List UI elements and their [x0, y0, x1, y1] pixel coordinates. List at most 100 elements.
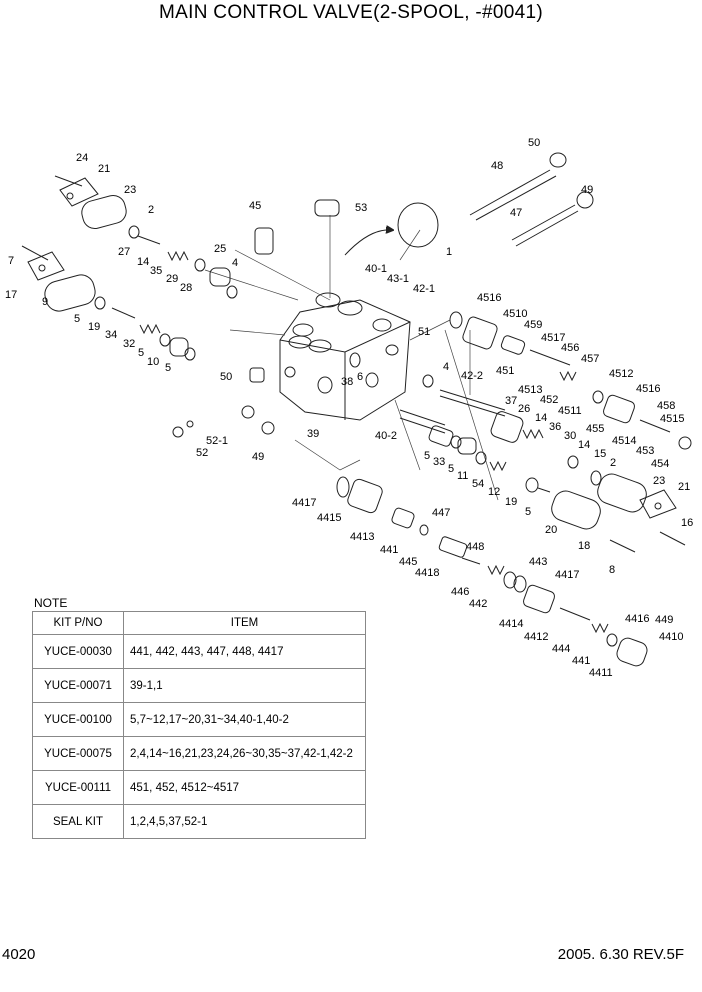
- kit-number-cell: YUCE-00030: [32, 634, 124, 669]
- valve-body: [279, 292, 411, 421]
- part-label: 14: [137, 256, 149, 268]
- leader-lines: [204, 215, 499, 501]
- part-label: 37: [505, 395, 517, 407]
- table-row: YUCE-00111 451, 452, 4512~4517: [32, 770, 366, 805]
- part-label: 458: [657, 400, 675, 412]
- part-label: 4516: [477, 292, 501, 304]
- part-label: 54: [472, 478, 484, 490]
- part-number-labels: 24 21 23 2 27 14 35 29 28 25 4 45 53 1 7…: [5, 137, 693, 679]
- column-header-item: ITEM: [123, 611, 366, 635]
- part-label: 4416: [625, 613, 649, 625]
- kit-number-cell: YUCE-00111: [32, 770, 124, 805]
- part-label: 5: [424, 450, 430, 462]
- part-label: 455: [586, 423, 604, 435]
- part-label: 6: [357, 371, 363, 383]
- table-row: YUCE-00100 5,7~12,17~20,31~34,40-1,40-2: [32, 702, 366, 737]
- column-header-kit: KIT P/NO: [32, 611, 124, 635]
- part-label: 23: [124, 184, 136, 196]
- part-label: 9: [42, 296, 48, 308]
- kit-table: KIT P/NO ITEM YUCE-00030 441, 442, 443, …: [32, 611, 366, 839]
- part-label: 4511: [558, 405, 582, 417]
- part-label: 4514: [612, 435, 636, 447]
- small-nuts: [172, 352, 361, 438]
- part-label: 50: [220, 371, 232, 383]
- part-label: 21: [98, 163, 110, 175]
- kit-number-cell: SEAL KIT: [32, 804, 124, 839]
- part-label: 454: [651, 458, 669, 470]
- part-label: 11: [457, 470, 468, 482]
- part-label: 4410: [659, 631, 683, 643]
- part-label: 4415: [317, 512, 341, 524]
- part-label: 441: [380, 544, 398, 556]
- part-label: 53: [355, 202, 367, 214]
- kit-number-cell: YUCE-00075: [32, 736, 124, 771]
- part-label: 35: [150, 265, 162, 277]
- part-label: 50: [528, 137, 540, 149]
- part-label: 8: [609, 564, 615, 576]
- part-label: 51: [418, 326, 430, 338]
- part-label: 4516: [636, 383, 660, 395]
- part-label: 38: [341, 376, 353, 388]
- part-label: 49: [581, 184, 593, 196]
- part-label: 2: [148, 204, 154, 216]
- part-label: 447: [432, 507, 450, 519]
- upper-right-bolts: [469, 152, 594, 247]
- part-label: 2: [610, 457, 616, 469]
- lower-spool: [336, 476, 648, 667]
- part-label: 453: [636, 445, 654, 457]
- part-label: 442: [469, 598, 487, 610]
- part-label: 52: [196, 447, 208, 459]
- part-label: 43-1: [387, 273, 409, 285]
- part-label: 29: [166, 273, 178, 285]
- part-label: 33: [433, 456, 445, 468]
- table-row: YUCE-00030 441, 442, 443, 447, 448, 4417: [32, 634, 366, 669]
- item-list-cell: 5,7~12,17~20,31~34,40-1,40-2: [123, 702, 366, 737]
- part-label: 459: [524, 319, 542, 331]
- kit-number-cell: YUCE-00100: [32, 702, 124, 737]
- part-label: 27: [118, 246, 130, 258]
- part-label: 446: [451, 586, 469, 598]
- part-label: 40-2: [375, 430, 397, 442]
- part-label: 4413: [350, 531, 374, 543]
- part-label: 20: [545, 524, 557, 536]
- part-label: 42-2: [461, 370, 483, 382]
- part-label: 12: [488, 486, 500, 498]
- part-label: 5: [448, 463, 454, 475]
- part-label: 448: [466, 541, 484, 553]
- middle-spool: [399, 409, 551, 493]
- part-label: 4417: [292, 497, 316, 509]
- item-list-cell: 39-1,1: [123, 668, 366, 703]
- part-label: 449: [655, 614, 673, 626]
- part-label: 4515: [660, 413, 684, 425]
- part-label: 456: [561, 342, 579, 354]
- part-label: 1: [446, 246, 452, 258]
- part-label: 39: [307, 428, 319, 440]
- part-label: 15: [594, 448, 606, 460]
- part-label: 5: [165, 362, 171, 374]
- part-label: 4: [443, 361, 449, 373]
- part-label: 4510: [503, 308, 527, 320]
- part-label: 47: [510, 207, 522, 219]
- part-label: 4513: [518, 384, 542, 396]
- part-label: 42-1: [413, 283, 435, 295]
- part-outlines: [21, 152, 692, 667]
- part-label: 7: [8, 255, 14, 267]
- part-label: 5: [74, 313, 80, 325]
- upper-left-parts: [21, 175, 439, 361]
- note-label: NOTE: [34, 596, 68, 610]
- part-label: 4414: [499, 618, 523, 630]
- table-row: YUCE-00071 39-1,1: [32, 668, 366, 703]
- part-label: 4: [232, 257, 238, 269]
- item-list-cell: 451, 452, 4512~4517: [123, 770, 366, 805]
- part-label: 5: [138, 347, 144, 359]
- part-label: 443: [529, 556, 547, 568]
- part-label: 19: [505, 496, 517, 508]
- part-label: 441: [572, 655, 590, 667]
- part-label: 32: [123, 338, 135, 350]
- part-label: 52-1: [206, 435, 228, 447]
- part-label: 451: [496, 365, 514, 377]
- part-label: 10: [147, 356, 159, 368]
- part-label: 19: [88, 321, 100, 333]
- part-label: 452: [540, 394, 558, 406]
